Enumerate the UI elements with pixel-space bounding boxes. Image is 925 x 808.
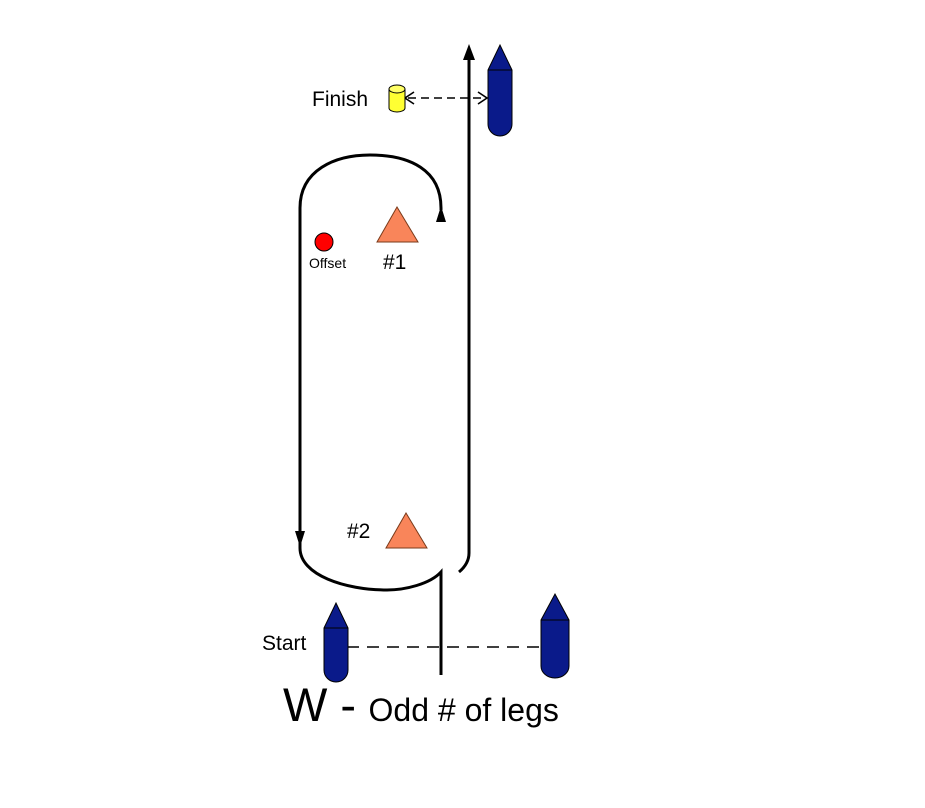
mark-2-triangle-icon: [385, 512, 428, 549]
offset-mark-icon: [314, 232, 334, 252]
finish-boat-icon: [487, 43, 513, 137]
course-loop-path: [298, 153, 443, 675]
course-title: W - Odd # of legs: [283, 678, 559, 731]
mark-2-label: #2: [347, 520, 370, 543]
start-label: Start: [262, 632, 307, 655]
course-title-text: Odd # of legs: [369, 692, 559, 728]
loop-down-arrow-icon: [295, 531, 305, 547]
finish-buoy-icon: [388, 84, 406, 113]
mark-1-label: #1: [383, 251, 406, 274]
loop-up-arrow-icon: [436, 206, 446, 222]
course-title-letter: W -: [283, 678, 356, 731]
finish-label: Finish: [312, 88, 368, 111]
mark-1-triangle-icon: [376, 206, 419, 243]
finish-leg-path: [458, 56, 471, 574]
finish-arrow-right-icon: [477, 91, 489, 105]
start-boat-right-icon: [540, 592, 570, 679]
start-boat-left-icon: [323, 601, 349, 683]
finish-leg-arrow-icon: [463, 44, 475, 60]
offset-label: Offset: [309, 255, 346, 271]
